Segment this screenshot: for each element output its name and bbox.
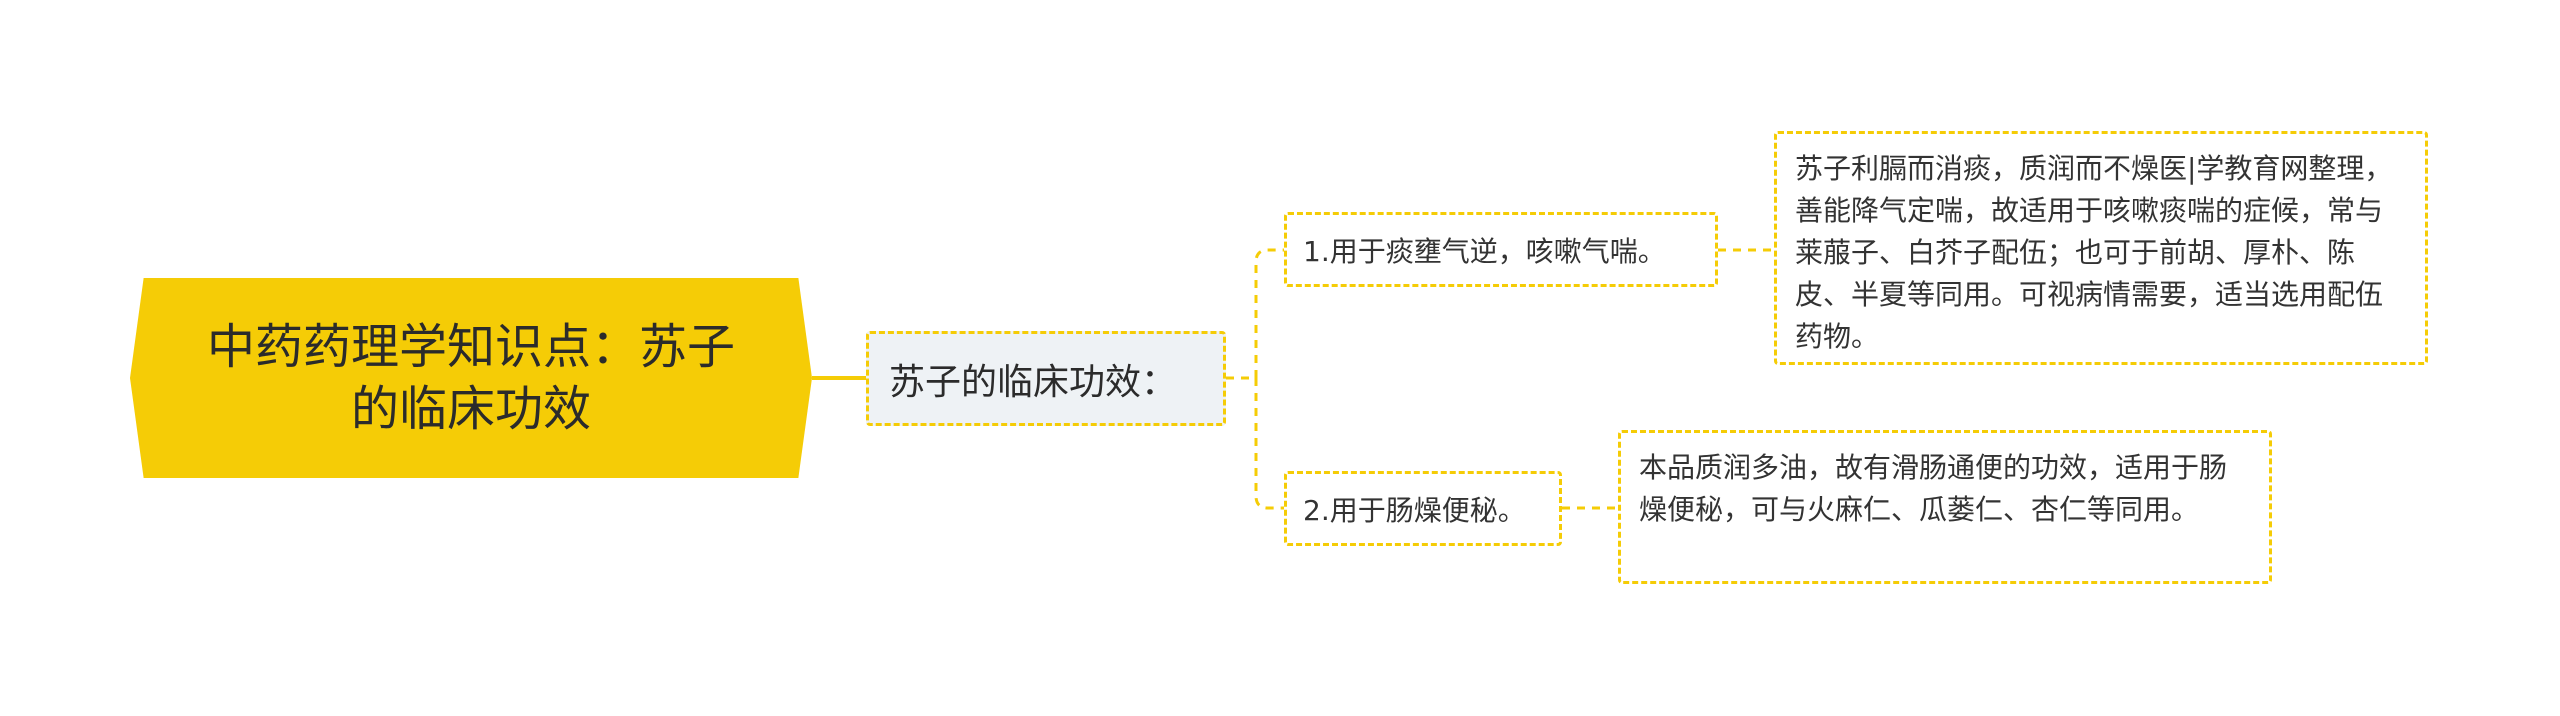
branch-node-2-label: 2.用于肠燥便秘。 [1303,493,1526,527]
root-topic[interactable]: 中药药理学知识点：苏子 的临床功效 [130,278,812,478]
branch-node-2[interactable]: 2.用于肠燥便秘。 [1284,471,1562,546]
connector-level1-to-branches [1226,248,1284,510]
subtopic-label: 苏子的临床功效： [889,361,1178,403]
detail-node-2-text: 本品质润多油，故有滑肠通便的功效，适用于肠燥便秘，可与火麻仁、瓜蒌仁、杏仁等同用… [1639,451,2228,526]
root-topic-line-2: 的临床功效 [350,381,591,437]
branch-node-1[interactable]: 1.用于痰壅气逆，咳嗽气喘。 [1284,212,1718,287]
detail-node-1-text: 苏子利膈而消痰，质润而不燥医|学教育网整理，善能降气定喘，故适用于咳嗽痰喘的症候… [1795,152,2393,353]
root-topic-line-1: 中药药理学知识点：苏子 [206,319,735,375]
detail-node-1[interactable]: 苏子利膈而消痰，质润而不燥医|学教育网整理，善能降气定喘，故适用于咳嗽痰喘的症候… [1774,131,2428,365]
detail-node-2[interactable]: 本品质润多油，故有滑肠通便的功效，适用于肠燥便秘，可与火麻仁、瓜蒌仁、杏仁等同用… [1618,430,2272,584]
branch-node-1-label: 1.用于痰壅气逆，咳嗽气喘。 [1303,234,1666,268]
root-topic-text: 中药药理学知识点：苏子 的临床功效 [207,316,735,440]
subtopic-clinical-effects[interactable]: 苏子的临床功效： [866,331,1226,426]
